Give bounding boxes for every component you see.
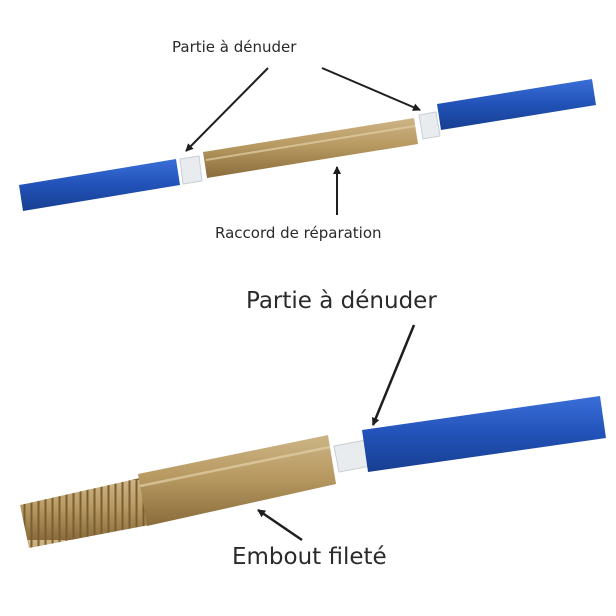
bottom-assembly xyxy=(20,324,606,548)
top-strip-arrow-right xyxy=(321,67,421,111)
bottom-blue-rod xyxy=(362,396,606,472)
top-left-blue-rod xyxy=(19,159,180,211)
top-assembly xyxy=(19,67,596,215)
bottom-strip-label: Partie à dénuder xyxy=(246,288,437,314)
top-right-blue-rod xyxy=(437,79,596,130)
bottom-strip-arrow xyxy=(371,324,416,426)
top-left-stripped-core xyxy=(179,155,203,185)
top-strip-label: Partie à dénuder xyxy=(172,38,297,56)
top-strip-arrow-left xyxy=(185,67,269,152)
bottom-threaded-section xyxy=(20,478,149,548)
top-right-stripped-core xyxy=(418,111,441,140)
bottom-end-label: Embout fileté xyxy=(232,544,387,570)
top-coupler-label: Raccord de réparation xyxy=(215,224,382,242)
bottom-end-arrow xyxy=(257,508,303,542)
top-brass-coupler xyxy=(203,118,418,178)
bottom-brass-highlight xyxy=(139,445,331,488)
bottom-brass-end xyxy=(138,435,336,526)
top-coupler-highlight xyxy=(205,125,416,161)
